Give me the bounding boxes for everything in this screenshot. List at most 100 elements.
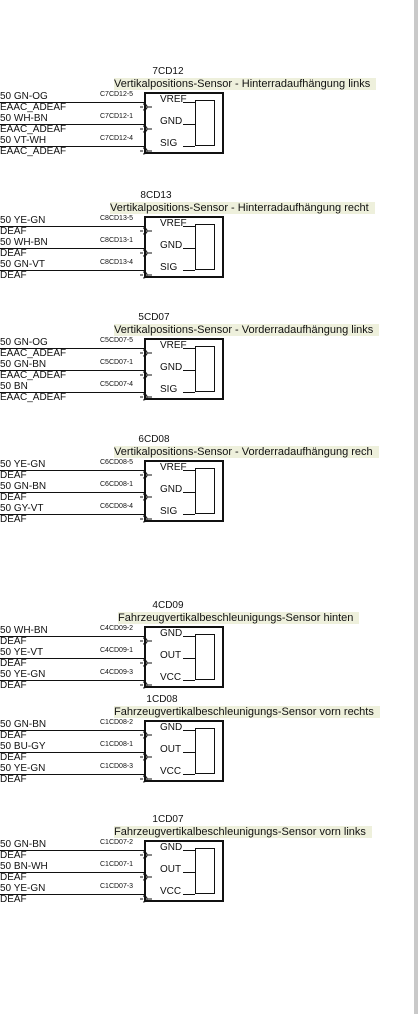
wire-line [0, 248, 146, 249]
connector-icon [140, 244, 152, 257]
wire-harness: EAAC_ADEAF [0, 348, 67, 359]
connector-icon [140, 142, 152, 155]
wire-harness: DEAF [0, 850, 27, 861]
wire-spec: 50 BN [0, 381, 28, 392]
sensor-pin: VCC [160, 886, 182, 897]
connector-terminal: C8CD13-1 [100, 237, 134, 244]
connector-terminal: C1CD08-1 [100, 741, 134, 748]
wire-harness: DEAF [0, 636, 27, 647]
connector-icon [140, 266, 152, 279]
wire-spec: 50 BN-WH [0, 861, 48, 872]
sensor-box [144, 216, 224, 278]
wire-line [0, 370, 146, 371]
sensor-element [195, 468, 215, 514]
sensor-pin: SIG [160, 384, 178, 395]
wire-line [0, 514, 146, 515]
connector-icon [140, 846, 152, 859]
connector-terminal: C8CD13-4 [100, 259, 134, 266]
connector-icon [140, 676, 152, 689]
wire-line [0, 730, 146, 731]
pin-line [183, 370, 195, 371]
connector-icon [140, 510, 152, 523]
wire-spec: 50 GN-BN [0, 839, 47, 850]
sensor-box [144, 92, 224, 154]
wire-line [0, 636, 146, 637]
sensor-title: Fahrzeugvertikalbeschleunigungs-Sensor v… [114, 706, 380, 718]
wire-spec: 50 YE-GN [0, 763, 46, 774]
wire-harness: DEAF [0, 658, 27, 669]
sensor-pin: OUT [160, 864, 182, 875]
pin-line [183, 514, 195, 515]
sensor-element [195, 224, 215, 270]
connector-terminal: C5CD07-1 [100, 359, 134, 366]
sensor-box [144, 840, 224, 902]
pin-line [183, 124, 195, 125]
sensor-id: 8CD13 [140, 190, 172, 201]
sensor-id: 1CD08 [146, 694, 178, 705]
connector-icon [140, 120, 152, 133]
connector-icon [140, 488, 152, 501]
sensor-box [144, 460, 224, 522]
sensor-id: 1CD07 [152, 814, 184, 825]
sensor-pin: SIG [160, 262, 178, 273]
wire-harness: DEAF [0, 270, 27, 281]
scrollbar-edge[interactable] [414, 0, 418, 1014]
connector-terminal: C4CD09-3 [100, 669, 134, 676]
wire-line [0, 270, 146, 271]
pin-line [183, 348, 195, 349]
wire-harness: EAAC_ADEAF [0, 370, 67, 381]
sensor-pin: VREF [160, 218, 187, 229]
wire-line [0, 102, 146, 103]
connector-icon [140, 366, 152, 379]
connector-terminal: C1CD07-2 [100, 839, 134, 846]
wire-harness: EAAC_ADEAF [0, 124, 67, 135]
wire-spec: 50 GN-BN [0, 481, 47, 492]
wire-harness: DEAF [0, 492, 27, 503]
sensor-title: Vertikalpositions-Sensor - Vorderradaufh… [114, 446, 379, 458]
wire-line [0, 348, 146, 349]
pin-line [183, 850, 195, 851]
sensor-title: Fahrzeugvertikalbeschleunigungs-Sensor h… [118, 612, 360, 624]
wire-line [0, 774, 146, 775]
sensor-pin: OUT [160, 650, 182, 661]
pin-line [183, 270, 195, 271]
wire-spec: 50 YE-GN [0, 883, 46, 894]
wire-harness: DEAF [0, 680, 27, 691]
connector-terminal: C1CD07-1 [100, 861, 134, 868]
wire-spec: 50 GN-BN [0, 359, 47, 370]
wire-harness: DEAF [0, 872, 27, 883]
wire-harness: EAAC_ADEAF [0, 146, 67, 157]
sensor-id: 4CD09 [152, 600, 184, 611]
connector-terminal: C7CD12-5 [100, 91, 134, 98]
connector-icon [140, 466, 152, 479]
connector-icon [140, 98, 152, 111]
wire-line [0, 492, 146, 493]
sensor-pin: SIG [160, 506, 178, 517]
wire-spec: 50 GN-OG [0, 91, 48, 102]
sensor-element [195, 728, 215, 774]
connector-terminal: C6CD08-5 [100, 459, 134, 466]
wire-spec: 50 YE-GN [0, 459, 46, 470]
connector-icon [140, 222, 152, 235]
pin-line [183, 680, 195, 681]
connector-terminal: C1CD08-2 [100, 719, 134, 726]
pin-line [183, 730, 195, 731]
sensor-id: 7CD12 [152, 66, 184, 77]
wire-spec: 50 WH-BN [0, 237, 48, 248]
sensor-title: Fahrzeugvertikalbeschleunigungs-Sensor v… [114, 826, 372, 838]
sensor-box [144, 338, 224, 400]
wire-harness: EAAC_ADEAF [0, 392, 67, 403]
connector-terminal: C6CD08-4 [100, 503, 134, 510]
wire-line [0, 658, 146, 659]
wire-spec: 50 YE-VT [0, 647, 44, 658]
pin-line [183, 146, 195, 147]
wire-spec: 50 VT-WH [0, 135, 47, 146]
wire-spec: 50 WH-BN [0, 113, 48, 124]
pin-line [183, 774, 195, 775]
wire-line [0, 146, 146, 147]
wire-harness: DEAF [0, 514, 27, 525]
wire-harness: DEAF [0, 894, 27, 905]
